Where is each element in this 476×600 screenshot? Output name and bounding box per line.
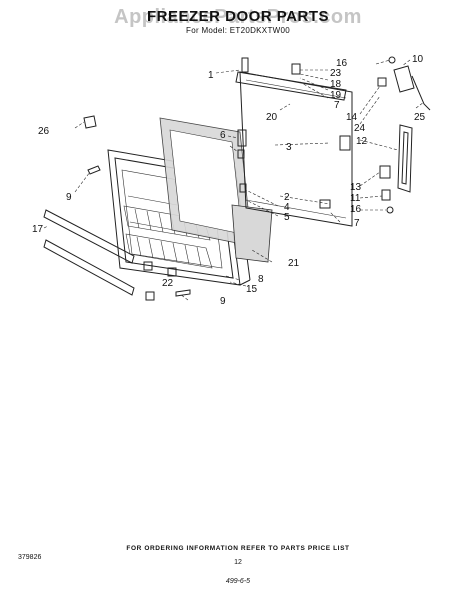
callout-17: 17 bbox=[32, 224, 44, 235]
callout-25: 25 bbox=[414, 112, 426, 123]
callout-6: 6 bbox=[220, 130, 226, 141]
callout-24: 24 bbox=[354, 123, 366, 134]
callout-7-upper: 7 bbox=[334, 100, 340, 111]
shelf-end-caps bbox=[143, 261, 177, 301]
liner-shelf-rack-lower bbox=[125, 233, 213, 269]
callout-16-top: 16 bbox=[336, 58, 348, 69]
callout-7-lower: 7 bbox=[354, 218, 360, 229]
callouts: 26 9 17 22 9 15 8 21 1 6 20 3 2 4 5 16 2… bbox=[32, 54, 426, 307]
door-top-trim bbox=[235, 71, 347, 101]
callout-18: 18 bbox=[330, 79, 342, 90]
callout-26: 26 bbox=[38, 126, 50, 137]
door-shelf-bars bbox=[43, 209, 135, 296]
screw-lower bbox=[175, 289, 191, 297]
callout-10: 10 bbox=[412, 54, 424, 65]
part-code: 379826 bbox=[18, 554, 42, 561]
callout-4: 4 bbox=[284, 202, 290, 213]
clip-26 bbox=[83, 115, 97, 129]
handwritten-note: 499-6-5 bbox=[225, 578, 251, 585]
door-handle bbox=[393, 65, 431, 193]
page-title: FREEZER DOOR PARTS bbox=[146, 8, 330, 25]
outer-door-panel bbox=[239, 71, 353, 227]
callout-19: 19 bbox=[330, 90, 342, 101]
callout-2: 2 bbox=[284, 192, 290, 203]
callout-9-upper: 9 bbox=[66, 192, 72, 203]
callout-23: 23 bbox=[330, 68, 342, 79]
callout-3: 3 bbox=[286, 142, 292, 153]
callout-16-bottom: 16 bbox=[350, 204, 362, 215]
callout-1: 1 bbox=[208, 70, 214, 81]
door-gasket bbox=[159, 117, 253, 247]
callout-15: 15 bbox=[246, 284, 258, 295]
callout-8: 8 bbox=[258, 274, 264, 285]
callout-12: 12 bbox=[356, 136, 368, 147]
watermark: AppliancePartsPros.com bbox=[114, 6, 362, 28]
callout-13: 13 bbox=[350, 182, 362, 193]
page-number: 12 bbox=[234, 559, 242, 566]
callout-21: 21 bbox=[288, 258, 300, 269]
hinge-brackets bbox=[237, 56, 396, 214]
callout-20: 20 bbox=[266, 112, 278, 123]
insulation-panel bbox=[231, 204, 273, 263]
screw-upper bbox=[87, 165, 101, 175]
callout-22: 22 bbox=[162, 278, 174, 289]
callout-14: 14 bbox=[346, 112, 358, 123]
ordering-instruction: FOR ORDERING INFORMATION REFER TO PARTS … bbox=[126, 545, 350, 552]
model-subtitle: For Model: ET20DKXTW00 bbox=[186, 26, 290, 35]
callout-11: 11 bbox=[350, 193, 361, 204]
callout-5: 5 bbox=[284, 212, 290, 223]
callout-9-lower: 9 bbox=[220, 296, 226, 307]
leader-lines bbox=[43, 59, 425, 301]
